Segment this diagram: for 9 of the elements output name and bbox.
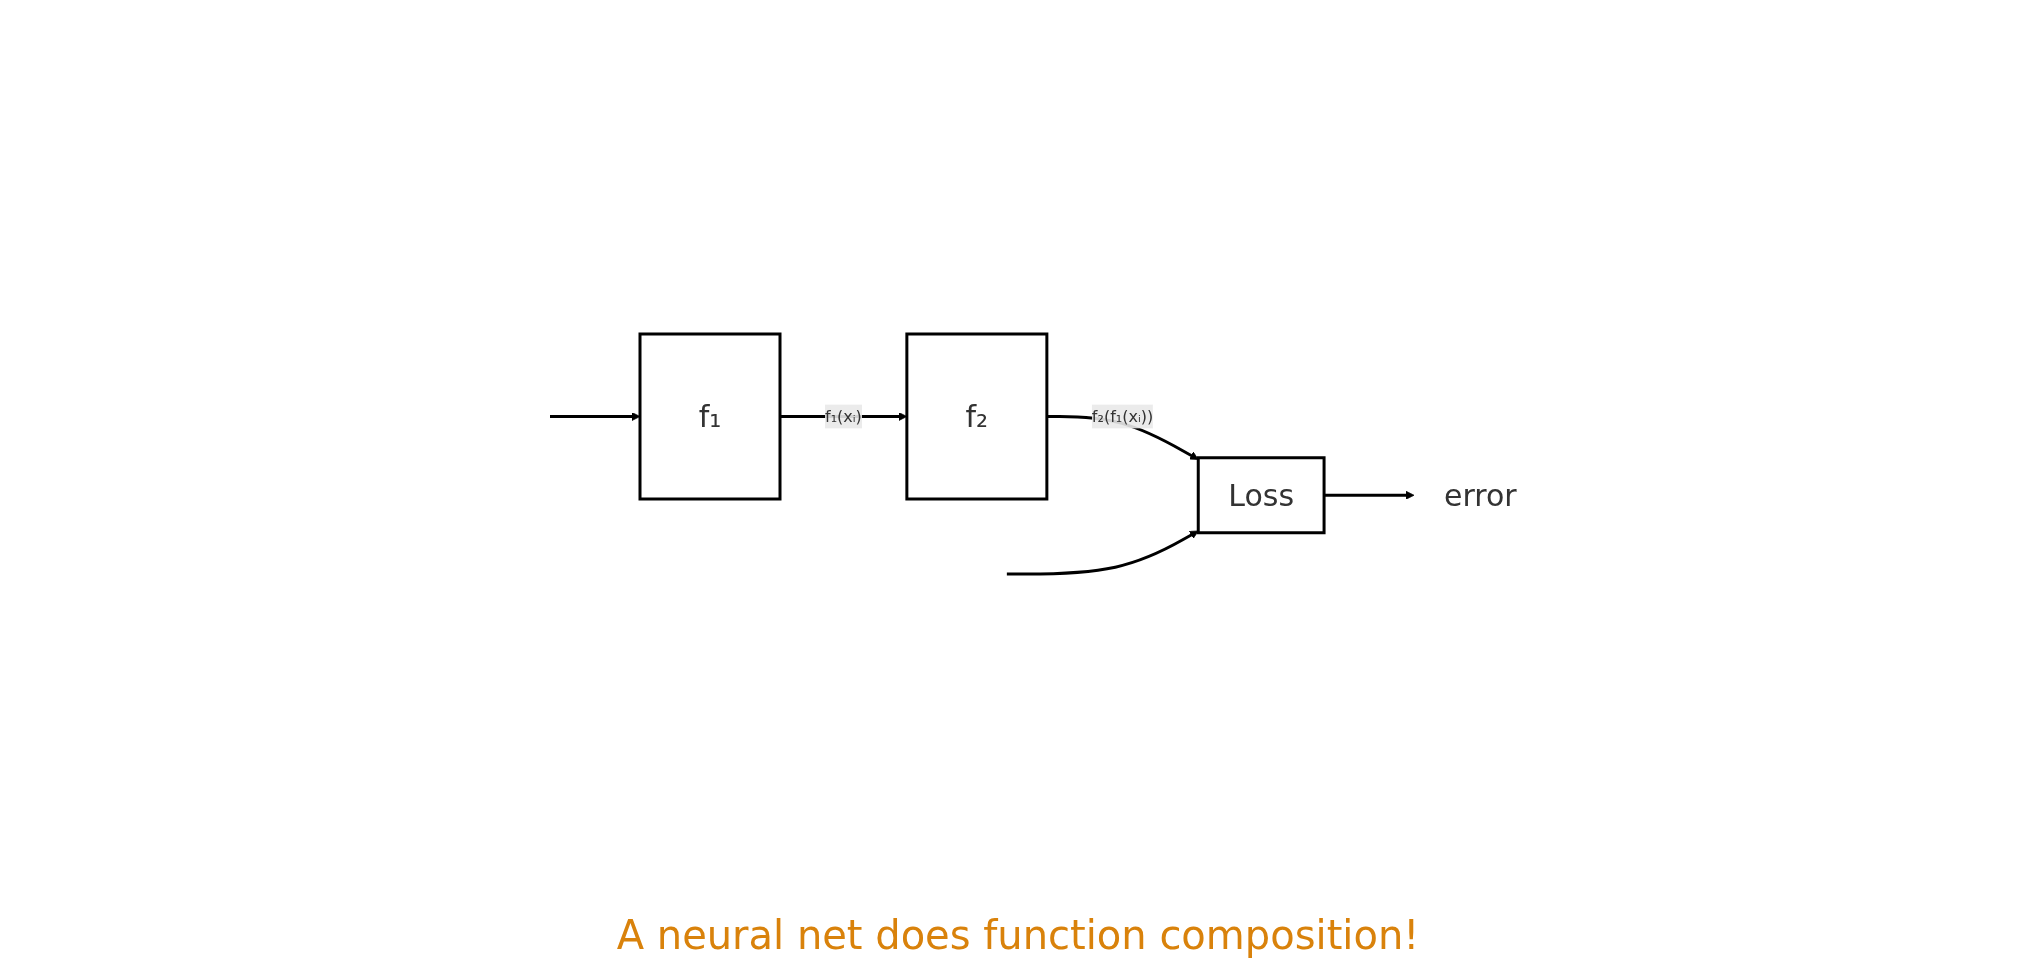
note-text: A neural net does function composition! — [616, 912, 1420, 958]
edge-label: f₁(xᵢ) — [824, 406, 862, 425]
node-box: f₂ — [905, 332, 1048, 500]
edge-label: f₂(f₁(xᵢ)) — [1091, 406, 1153, 425]
node-box: Loss — [1196, 455, 1326, 534]
node-text: error — [1443, 477, 1517, 513]
arrow — [1323, 490, 1415, 500]
arrow — [1006, 530, 1199, 575]
node-box: f₁ — [638, 332, 782, 500]
